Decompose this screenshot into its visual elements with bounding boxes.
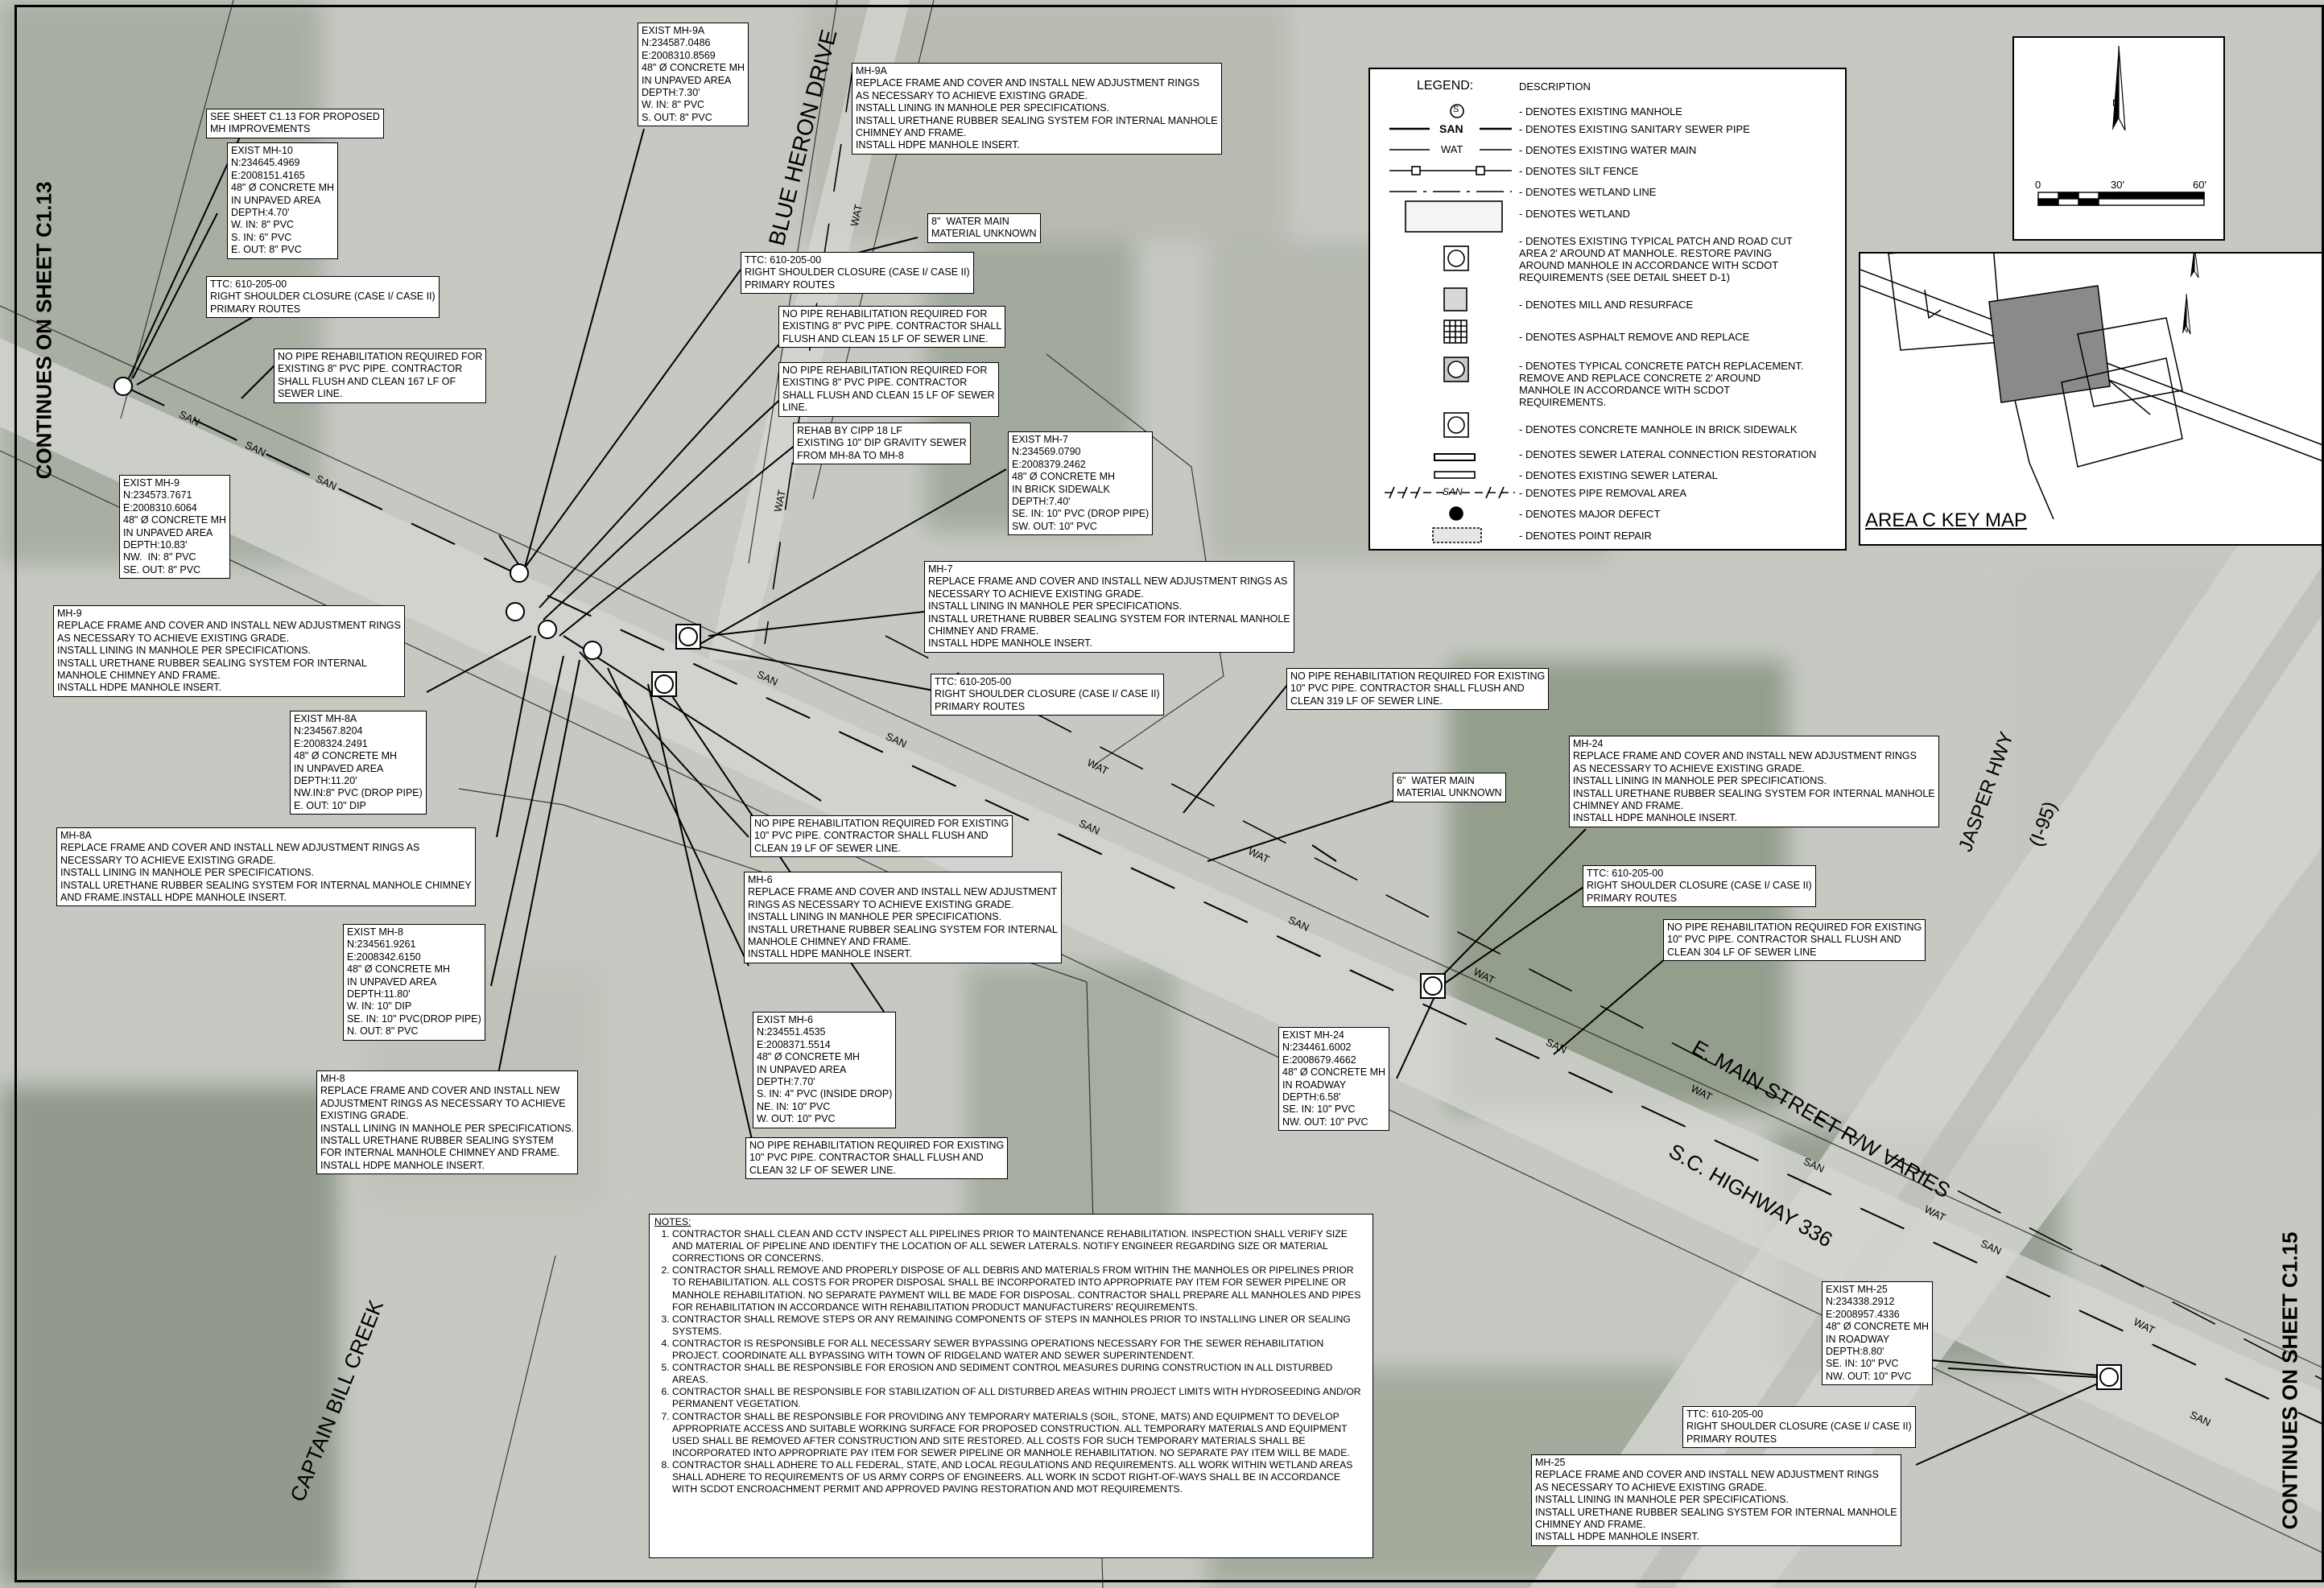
legend-item-patch-road-cut: - DENOTES EXISTING TYPICAL PATCH AND ROA…	[1519, 235, 1793, 283]
continues-right-label: CONTINUES ON SHEET C1.15	[2277, 1231, 2302, 1530]
area-c-key-map: N AREA C KEY MAP	[1859, 252, 2324, 546]
callout-water-6: 6" WATER MAIN MATERIAL UNKNOWN	[1393, 773, 1506, 802]
note-item: CONTRACTOR SHALL BE RESPONSIBLE FOR STAB…	[672, 1386, 1368, 1410]
legend-item-lateral-restoration: - DENOTES SEWER LATERAL CONNECTION RESTO…	[1519, 448, 1817, 460]
continues-left-label: CONTINUES ON SHEET C1.13	[31, 181, 56, 480]
callout-ttc-mh7: TTC: 610-205-00 RIGHT SHOULDER CLOSURE (…	[931, 674, 1164, 716]
callout-no-pipe-319: NO PIPE REHABILITATION REQUIRED FOR EXIS…	[1286, 668, 1550, 711]
legend-item-manhole: - DENOTES EXISTING MANHOLE	[1519, 105, 1682, 118]
callout-exist-mh9a: EXIST MH-9A N:234587.0486 E:2008310.8569…	[638, 23, 749, 127]
callout-ttc-mh10: TTC: 610-205-00 RIGHT SHOULDER CLOSURE (…	[206, 276, 440, 319]
legend-item-mill-resurface: - DENOTES MILL AND RESURFACE	[1519, 299, 1694, 311]
legend-item-sewer-lateral: - DENOTES EXISTING SEWER LATERAL	[1519, 469, 1718, 481]
callout-no-pipe-15b: NO PIPE REHABILITATION REQUIRED FOR EXIS…	[778, 362, 999, 417]
general-notes: NOTES: CONTRACTOR SHALL CLEAN AND CCTV I…	[649, 1214, 1373, 1558]
legend-item-brick-sidewalk: - DENOTES CONCRETE MANHOLE IN BRICK SIDE…	[1519, 423, 1798, 435]
callout-no-pipe-15a: NO PIPE REHABILITATION REQUIRED FOR EXIS…	[778, 306, 1006, 349]
callout-exist-mh10: EXIST MH-10 N:234645.4969 E:2008151.4165…	[227, 142, 339, 259]
legend-item-pipe-removal: - DENOTES PIPE REMOVAL AREA	[1519, 487, 1687, 499]
legend-item-point-repair: - DENOTES POINT REPAIR	[1519, 530, 1652, 542]
callout-exist-mh9: EXIST MH-9 N:234573.7671 E:2008310.6064 …	[119, 475, 231, 580]
scale-label-30: 30'	[2111, 179, 2124, 191]
legend-title: LEGEND:	[1417, 79, 1474, 93]
callout-mh25: MH-25 REPLACE FRAME AND COVER AND INSTAL…	[1531, 1454, 1901, 1546]
north-label: N	[2112, 97, 2120, 109]
note-item: CONTRACTOR SHALL BE RESPONSIBLE FOR EROS…	[672, 1362, 1368, 1386]
callout-rehab-cipp: REHAB BY CIPP 18 LF EXISTING 10" DIP GRA…	[793, 423, 971, 465]
notes-list: CONTRACTOR SHALL CLEAN AND CCTV INSPECT …	[654, 1228, 1368, 1495]
note-item: CONTRACTOR IS RESPONSIBLE FOR ALL NECESS…	[672, 1338, 1368, 1362]
legend-item-asphalt-replace: - DENOTES ASPHALT REMOVE AND REPLACE	[1519, 331, 1750, 343]
note-item: CONTRACTOR SHALL REMOVE STEPS OR ANY REM…	[672, 1314, 1368, 1338]
legend-removal-symbol: SAN	[1443, 486, 1463, 497]
callout-ttc-mh24: TTC: 610-205-00 RIGHT SHOULDER CLOSURE (…	[1583, 865, 1816, 908]
north-arrow-icon	[2037, 45, 2205, 206]
legend-item-sewer-pipe: - DENOTES EXISTING SANITARY SEWER PIPE	[1519, 123, 1750, 135]
scale-label-0: 0	[2035, 179, 2041, 191]
key-map-north-label: N	[2182, 326, 2189, 335]
callout-ttc-mh9a: TTC: 610-205-00 RIGHT SHOULDER CLOSURE (…	[741, 252, 974, 295]
callout-water-8: 8" WATER MAIN MATERIAL UNKNOWN	[927, 213, 1041, 243]
notes-title: NOTES:	[654, 1216, 691, 1227]
callout-mh8: MH-8 REPLACE FRAME AND COVER AND INSTALL…	[316, 1070, 579, 1175]
callout-ttc-mh25: TTC: 610-205-00 RIGHT SHOULDER CLOSURE (…	[1682, 1406, 1916, 1449]
legend-item-concrete-patch: - DENOTES TYPICAL CONCRETE PATCH REPLACE…	[1519, 360, 1804, 408]
legend-manhole-symbol-s: S	[1453, 105, 1459, 114]
callout-exist-mh25: EXIST MH-25 N:234338.2912 E:2008957.4336…	[1822, 1281, 1934, 1386]
callout-exist-mh8: EXIST MH-8 N:234561.9261 E:2008342.6150 …	[343, 924, 485, 1041]
note-item: CONTRACTOR SHALL ADHERE TO ALL FEDERAL, …	[672, 1459, 1368, 1495]
key-map-title: AREA C KEY MAP	[1865, 509, 2027, 531]
callout-exist-mh6: EXIST MH-6 N:234551.4535 E:2008371.5514 …	[753, 1012, 897, 1128]
north-arrow-scale-box: N 0 30' 60'	[2012, 36, 2225, 241]
callout-no-pipe-167: NO PIPE REHABILITATION REQUIRED FOR EXIS…	[274, 349, 487, 403]
callout-exist-mh8a: EXIST MH-8A N:234567.8204 E:2008324.2491…	[290, 711, 427, 815]
note-item: CONTRACTOR SHALL CLEAN AND CCTV INSPECT …	[672, 1228, 1368, 1264]
callout-exist-mh7: EXIST MH-7 N:234569.0790 E:2008379.2462 …	[1008, 431, 1154, 536]
legend-box: LEGEND: DESCRIPTION	[1368, 68, 1847, 551]
legend-item-silt-fence: - DENOTES SILT FENCE	[1519, 165, 1639, 177]
legend-description-header: DESCRIPTION	[1519, 80, 1591, 93]
legend-item-wetland: - DENOTES WETLAND	[1519, 208, 1630, 220]
legend-wat-symbol: WAT	[1441, 143, 1463, 155]
callout-mh8a: MH-8A REPLACE FRAME AND COVER AND INSTAL…	[56, 827, 476, 907]
callout-exist-mh24: EXIST MH-24 N:234461.6002 E:2008679.4662…	[1278, 1027, 1390, 1132]
legend-item-major-defect: - DENOTES MAJOR DEFECT	[1519, 508, 1661, 520]
callout-mh24: MH-24 REPLACE FRAME AND COVER AND INSTAL…	[1569, 736, 1939, 827]
legend-item-wetland-line: - DENOTES WETLAND LINE	[1519, 186, 1657, 198]
callout-mh6: MH-6 REPLACE FRAME AND COVER AND INSTALL…	[744, 872, 1062, 963]
key-map-drawing	[1860, 254, 2324, 520]
note-item: CONTRACTOR SHALL REMOVE AND PROPERLY DIS…	[672, 1264, 1368, 1313]
legend-symbols	[1385, 104, 1515, 543]
callout-no-pipe-19: NO PIPE REHABILITATION REQUIRED FOR EXIS…	[750, 815, 1013, 858]
legend-san-symbol: SAN	[1439, 122, 1463, 135]
callout-mh9: MH-9 REPLACE FRAME AND COVER AND INSTALL…	[53, 605, 405, 697]
legend-item-water-main: - DENOTES EXISTING WATER MAIN	[1519, 144, 1697, 156]
callout-mh7: MH-7 REPLACE FRAME AND COVER AND INSTALL…	[924, 561, 1294, 653]
callout-no-pipe-32: NO PIPE REHABILITATION REQUIRED FOR EXIS…	[745, 1137, 1009, 1180]
callout-no-pipe-304: NO PIPE REHABILITATION REQUIRED FOR EXIS…	[1663, 919, 1926, 962]
note-item: CONTRACTOR SHALL BE RESPONSIBLE FOR PROV…	[672, 1411, 1368, 1459]
callout-see-sheet-c113: SEE SHEET C1.13 FOR PROPOSED MH IMPROVEM…	[206, 109, 384, 138]
callout-mh9a: MH-9A REPLACE FRAME AND COVER AND INSTAL…	[852, 63, 1222, 155]
scale-label-60: 60'	[2193, 179, 2206, 191]
